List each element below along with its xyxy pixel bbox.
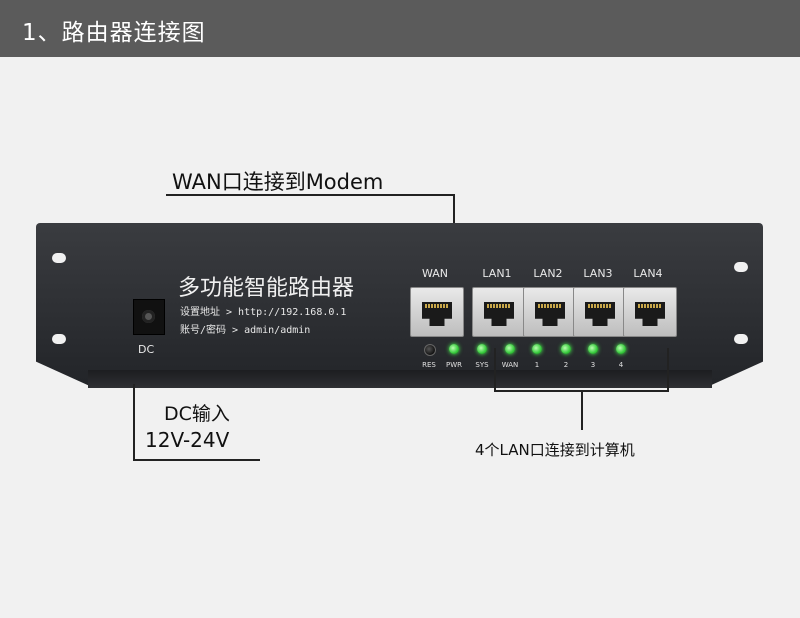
led-label-sys: SYS — [475, 361, 489, 369]
device-name: 多功能智能路由器 — [178, 276, 355, 301]
ethernet-port-wan[interactable] — [410, 287, 464, 337]
port-label-lan1: LAN1 — [482, 267, 512, 280]
wan-callout-underline — [166, 194, 455, 196]
reset-button[interactable] — [424, 344, 436, 356]
header-bar: 1、路由器连接图 — [0, 0, 800, 57]
led-label-3: 3 — [590, 361, 596, 369]
port-label-wan: WAN — [421, 267, 449, 280]
led-lan2 — [561, 344, 571, 354]
lan-callout-label: 4个LAN口连接到计算机 — [475, 441, 635, 459]
led-lan4 — [616, 344, 626, 354]
led-label-4: 4 — [618, 361, 624, 369]
ethernet-port-lan2[interactable] — [523, 287, 577, 337]
dc-jack-label: DC — [138, 343, 155, 356]
led-lan3 — [588, 344, 598, 354]
lan-bracket-right — [667, 348, 669, 391]
ethernet-port-lan1[interactable] — [472, 287, 526, 337]
dc-power-jack — [133, 299, 165, 335]
wan-callout-label: WAN口连接到Modem — [172, 170, 384, 194]
led-label-2: 2 — [563, 361, 569, 369]
led-label-1: 1 — [534, 361, 540, 369]
mount-hole-bottom-right — [734, 334, 748, 344]
port-label-lan4: LAN4 — [633, 267, 663, 280]
led-lan1 — [532, 344, 542, 354]
led-label-res: RES — [422, 361, 436, 369]
led-label-pwr: PWR — [445, 361, 462, 369]
page-title: 1、路由器连接图 — [22, 20, 206, 46]
led-sys — [477, 344, 487, 354]
mount-hole-top-left — [52, 253, 66, 263]
device-account-line: 账号/密码 > admin/admin — [180, 325, 311, 336]
lan-bracket-left — [494, 348, 496, 391]
mount-hole-bottom-left — [52, 334, 66, 344]
ethernet-port-lan3[interactable] — [573, 287, 627, 337]
led-wan — [505, 344, 515, 354]
dc-callout-line1: DC输入 — [164, 403, 230, 425]
dc-callout-connector — [133, 384, 135, 460]
port-label-lan3: LAN3 — [583, 267, 613, 280]
dc-callout-line2: 12V-24V — [145, 428, 230, 452]
mount-hole-top-right — [734, 262, 748, 272]
led-pwr — [449, 344, 459, 354]
router-bottom-lip — [88, 370, 712, 388]
lan-callout-connector — [581, 390, 583, 430]
led-label-wan: WAN — [501, 361, 519, 369]
dc-callout-underline — [133, 459, 260, 461]
device-address-line: 设置地址 > http://192.168.0.1 — [180, 307, 347, 318]
port-label-lan2: LAN2 — [533, 267, 563, 280]
ethernet-port-lan4[interactable] — [623, 287, 677, 337]
